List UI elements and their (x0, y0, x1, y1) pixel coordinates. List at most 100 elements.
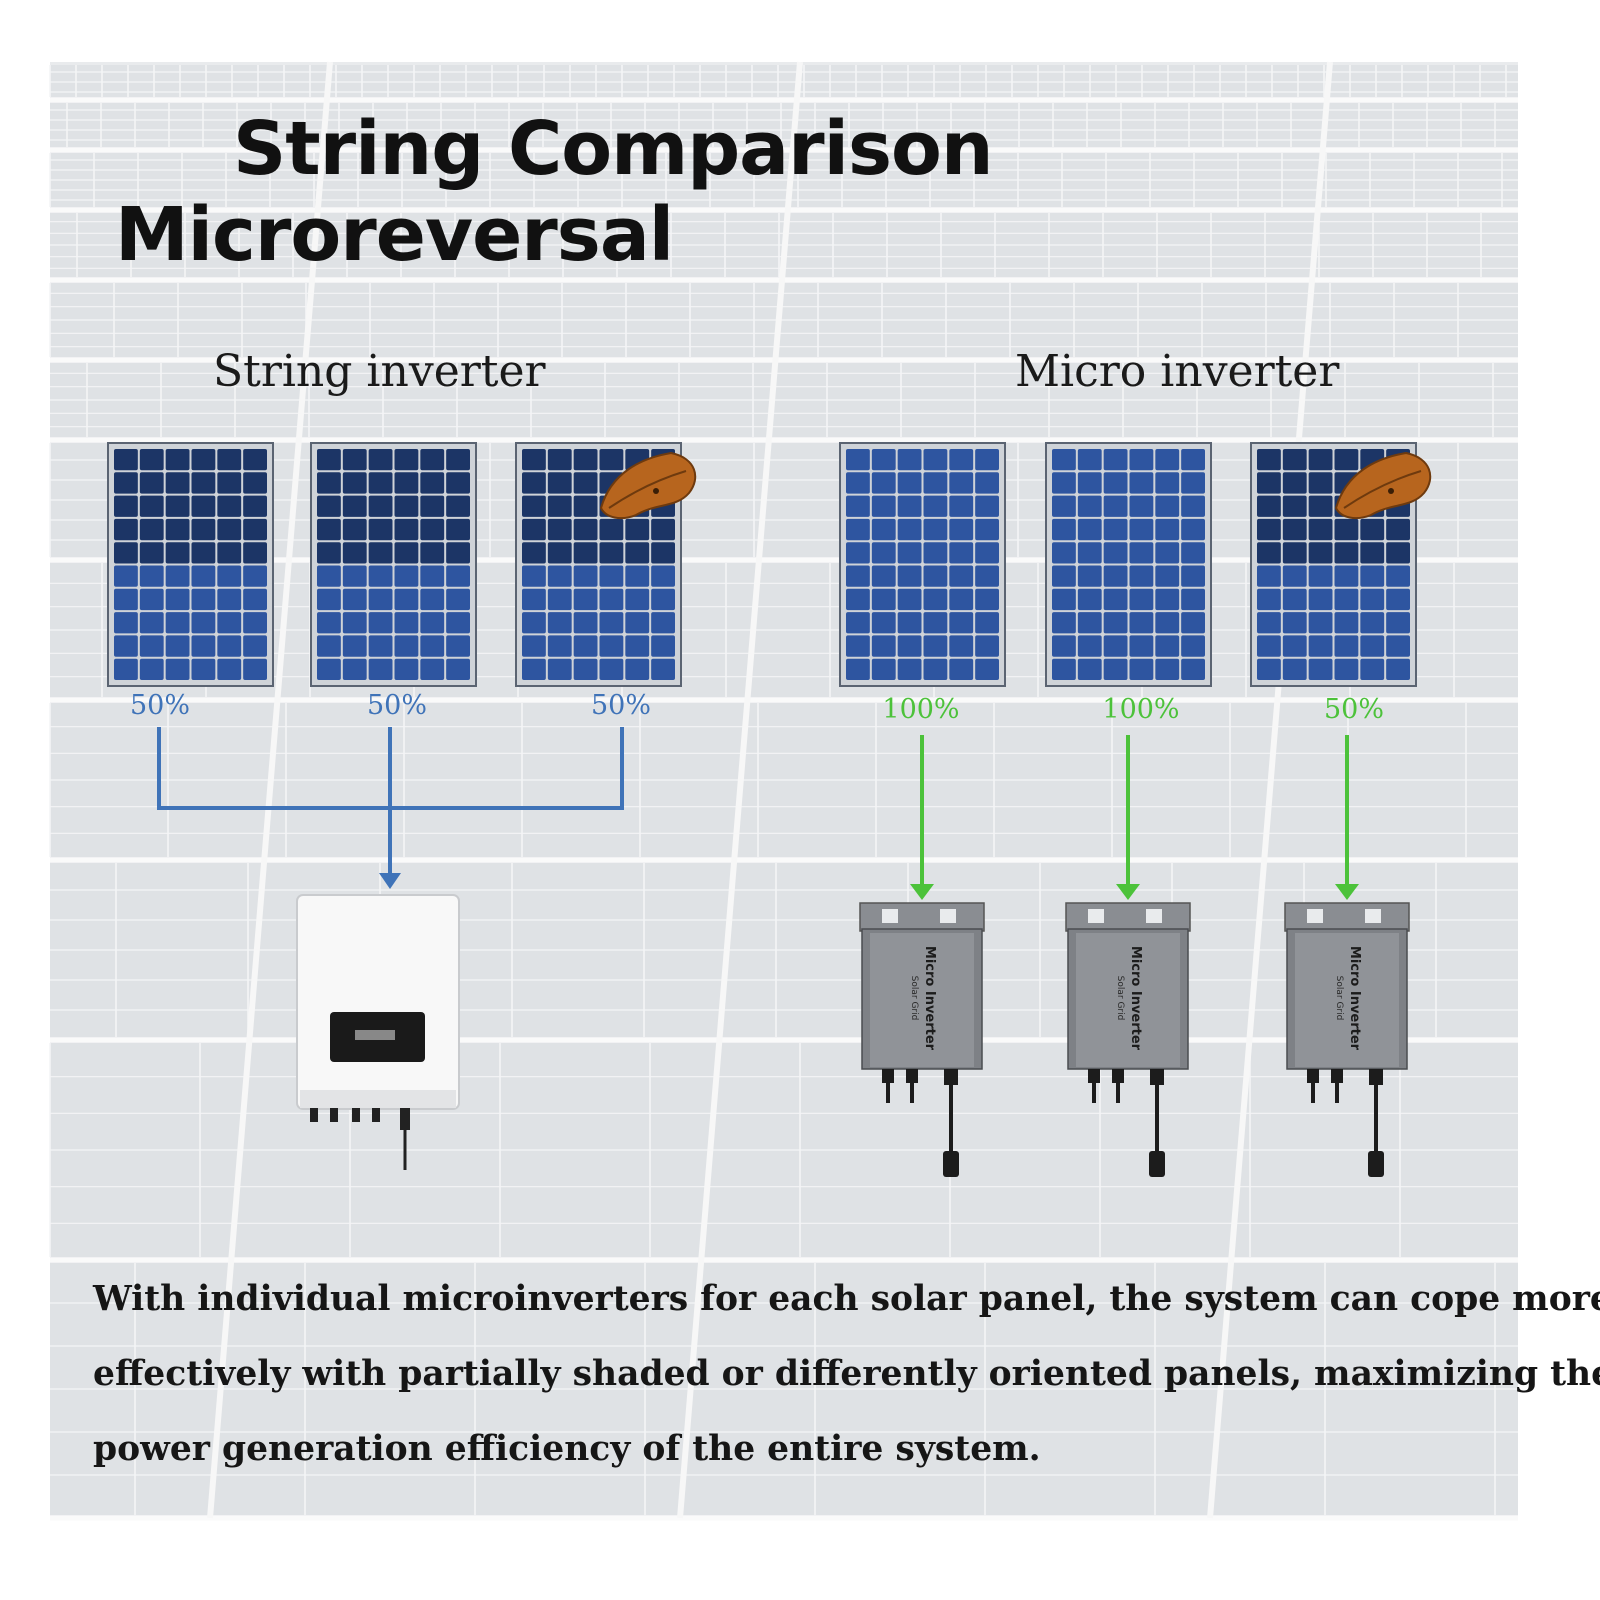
solar-cell (165, 472, 190, 494)
micro-ac-plug (1368, 1151, 1384, 1177)
solar-cell (1077, 658, 1102, 680)
solar-cell (1181, 612, 1205, 634)
micro-panel-2-output: 100% (1102, 694, 1180, 725)
solar-cell (446, 472, 470, 494)
solar-cell (368, 635, 393, 657)
solar-cell (1103, 495, 1128, 517)
solar-cell (1257, 658, 1281, 680)
solar-cell (1282, 495, 1307, 517)
micro-path-3 (1335, 735, 1359, 900)
solar-cell (599, 588, 624, 611)
solar-cell (394, 635, 419, 657)
solar-cell (139, 612, 164, 634)
micro-mount-slot (1088, 909, 1104, 923)
micro-mount-slot (1146, 909, 1162, 923)
solar-cell (846, 588, 870, 611)
solar-cell (1308, 658, 1333, 680)
solar-cell (368, 495, 393, 517)
solar-cell (975, 612, 999, 634)
solar-cell (1386, 542, 1410, 564)
solar-cell (625, 588, 650, 611)
solar-cell (897, 565, 922, 587)
solar-cell (317, 658, 341, 680)
solar-cell (1129, 635, 1154, 657)
string-wiring (157, 727, 624, 876)
field-row (49, 283, 1518, 363)
solar-cell (1257, 542, 1281, 564)
solar-cell (243, 518, 267, 541)
solar-cell (897, 542, 922, 564)
solar-cell (243, 565, 267, 587)
solar-cell (1103, 472, 1128, 494)
solar-cell (1360, 612, 1385, 634)
micro-label: Micro Inverter (1128, 946, 1143, 1051)
solar-cell (522, 518, 546, 541)
solar-cell (114, 449, 138, 471)
solar-cell (191, 588, 216, 611)
micro-dc-connector (1088, 1069, 1100, 1083)
solar-cell (547, 542, 572, 564)
solar-cell (1103, 635, 1128, 657)
solar-cell (317, 588, 341, 611)
field-row (49, 153, 1518, 213)
solar-cell (949, 518, 974, 541)
solar-cell (949, 449, 974, 471)
solar-cell (1334, 588, 1359, 611)
solar-cell (1334, 518, 1359, 541)
solar-cell (1103, 542, 1128, 564)
solar-cell (547, 658, 572, 680)
solar-cell (1103, 449, 1128, 471)
solar-cell (139, 635, 164, 657)
solar-cell (1257, 635, 1281, 657)
solar-cell (949, 612, 974, 634)
solar-cell (547, 518, 572, 541)
micro-ac-connector (1150, 1069, 1164, 1085)
solar-cell (368, 449, 393, 471)
solar-cell (1386, 635, 1410, 657)
solar-cell (1077, 588, 1102, 611)
solar-cell (1360, 658, 1385, 680)
solar-cell (599, 612, 624, 634)
solar-cell (317, 472, 341, 494)
solar-cell (139, 449, 164, 471)
solar-cell (317, 518, 341, 541)
solar-cell (1155, 658, 1180, 680)
solar-cell (897, 612, 922, 634)
solar-cell (871, 518, 896, 541)
solar-cell (573, 658, 598, 680)
solar-cell (1077, 518, 1102, 541)
solar-cell (317, 495, 341, 517)
solar-cell (547, 588, 572, 611)
solar-cell (573, 635, 598, 657)
inverter-connector (372, 1108, 380, 1122)
solar-cell (599, 449, 624, 471)
solar-cell (522, 542, 546, 564)
solar-cell (1103, 565, 1128, 587)
solar-cell (573, 518, 598, 541)
micro-label: Micro Inverter (1347, 946, 1362, 1051)
solar-cell (191, 542, 216, 564)
solar-cell (317, 542, 341, 564)
micro-panel-1-output: 100% (882, 694, 960, 725)
solar-cell (923, 658, 948, 680)
solar-cell (651, 518, 675, 541)
solar-cell (446, 449, 470, 471)
solar-cell (871, 588, 896, 611)
solar-cell (1155, 449, 1180, 471)
solar-cell (1077, 449, 1102, 471)
solar-cell (1155, 518, 1180, 541)
solar-cell (1308, 518, 1333, 541)
solar-cell (846, 612, 870, 634)
solar-cell (1282, 542, 1307, 564)
solar-cell (217, 565, 242, 587)
solar-cell (846, 495, 870, 517)
solar-cell (165, 449, 190, 471)
solar-cell (1155, 612, 1180, 634)
solar-cell (243, 472, 267, 494)
solar-cell (949, 472, 974, 494)
solar-cell (871, 495, 896, 517)
description-line-2: effectively with partially shaded or dif… (93, 1354, 1600, 1394)
solar-cell (446, 518, 470, 541)
micro-path-1 (910, 735, 934, 900)
